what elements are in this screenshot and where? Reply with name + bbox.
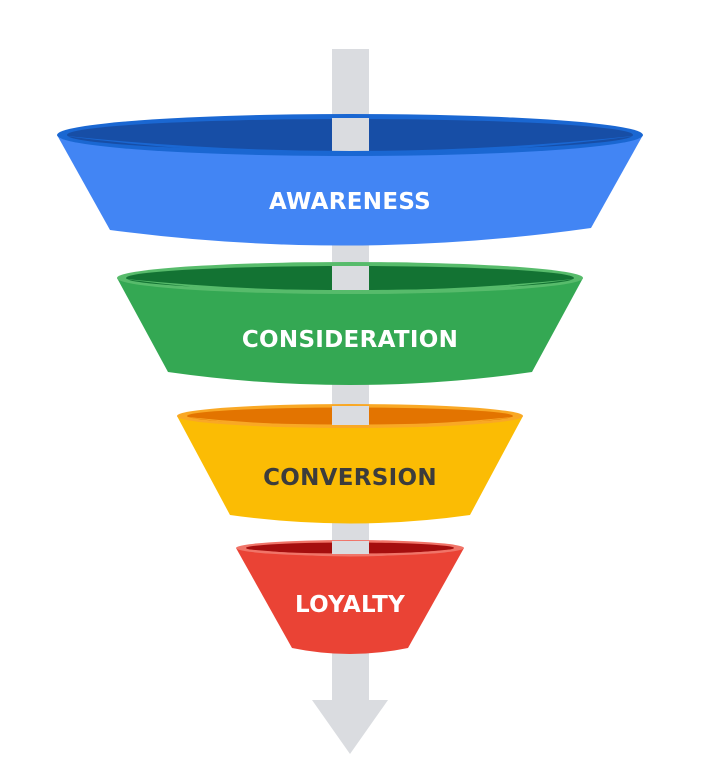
stage-conversion: CONVERSION <box>177 404 523 524</box>
stage-front-rim <box>177 416 523 428</box>
stage-body <box>177 416 523 524</box>
arrow-shaft-inside <box>332 118 369 152</box>
stage-front-rim <box>236 548 464 557</box>
stage-awareness: AWARENESS <box>57 114 643 246</box>
stage-body <box>57 135 643 246</box>
stage-label: CONVERSION <box>263 465 437 491</box>
stage-label: CONSIDERATION <box>242 327 458 353</box>
stage-label: LOYALTY <box>295 592 405 618</box>
stage-body <box>117 278 583 385</box>
arrow-head-icon <box>312 700 388 754</box>
stage-label: AWARENESS <box>269 189 431 215</box>
stage-front-rim <box>117 278 583 294</box>
stage-loyalty: LOYALTY <box>236 540 464 654</box>
stage-consideration: CONSIDERATION <box>117 262 583 385</box>
arrow-shaft-inside <box>332 266 369 290</box>
arrow-shaft-inside <box>332 406 369 425</box>
arrow-shaft-inside <box>332 541 369 554</box>
stage-body <box>236 548 464 654</box>
stage-front-rim <box>57 135 643 155</box>
